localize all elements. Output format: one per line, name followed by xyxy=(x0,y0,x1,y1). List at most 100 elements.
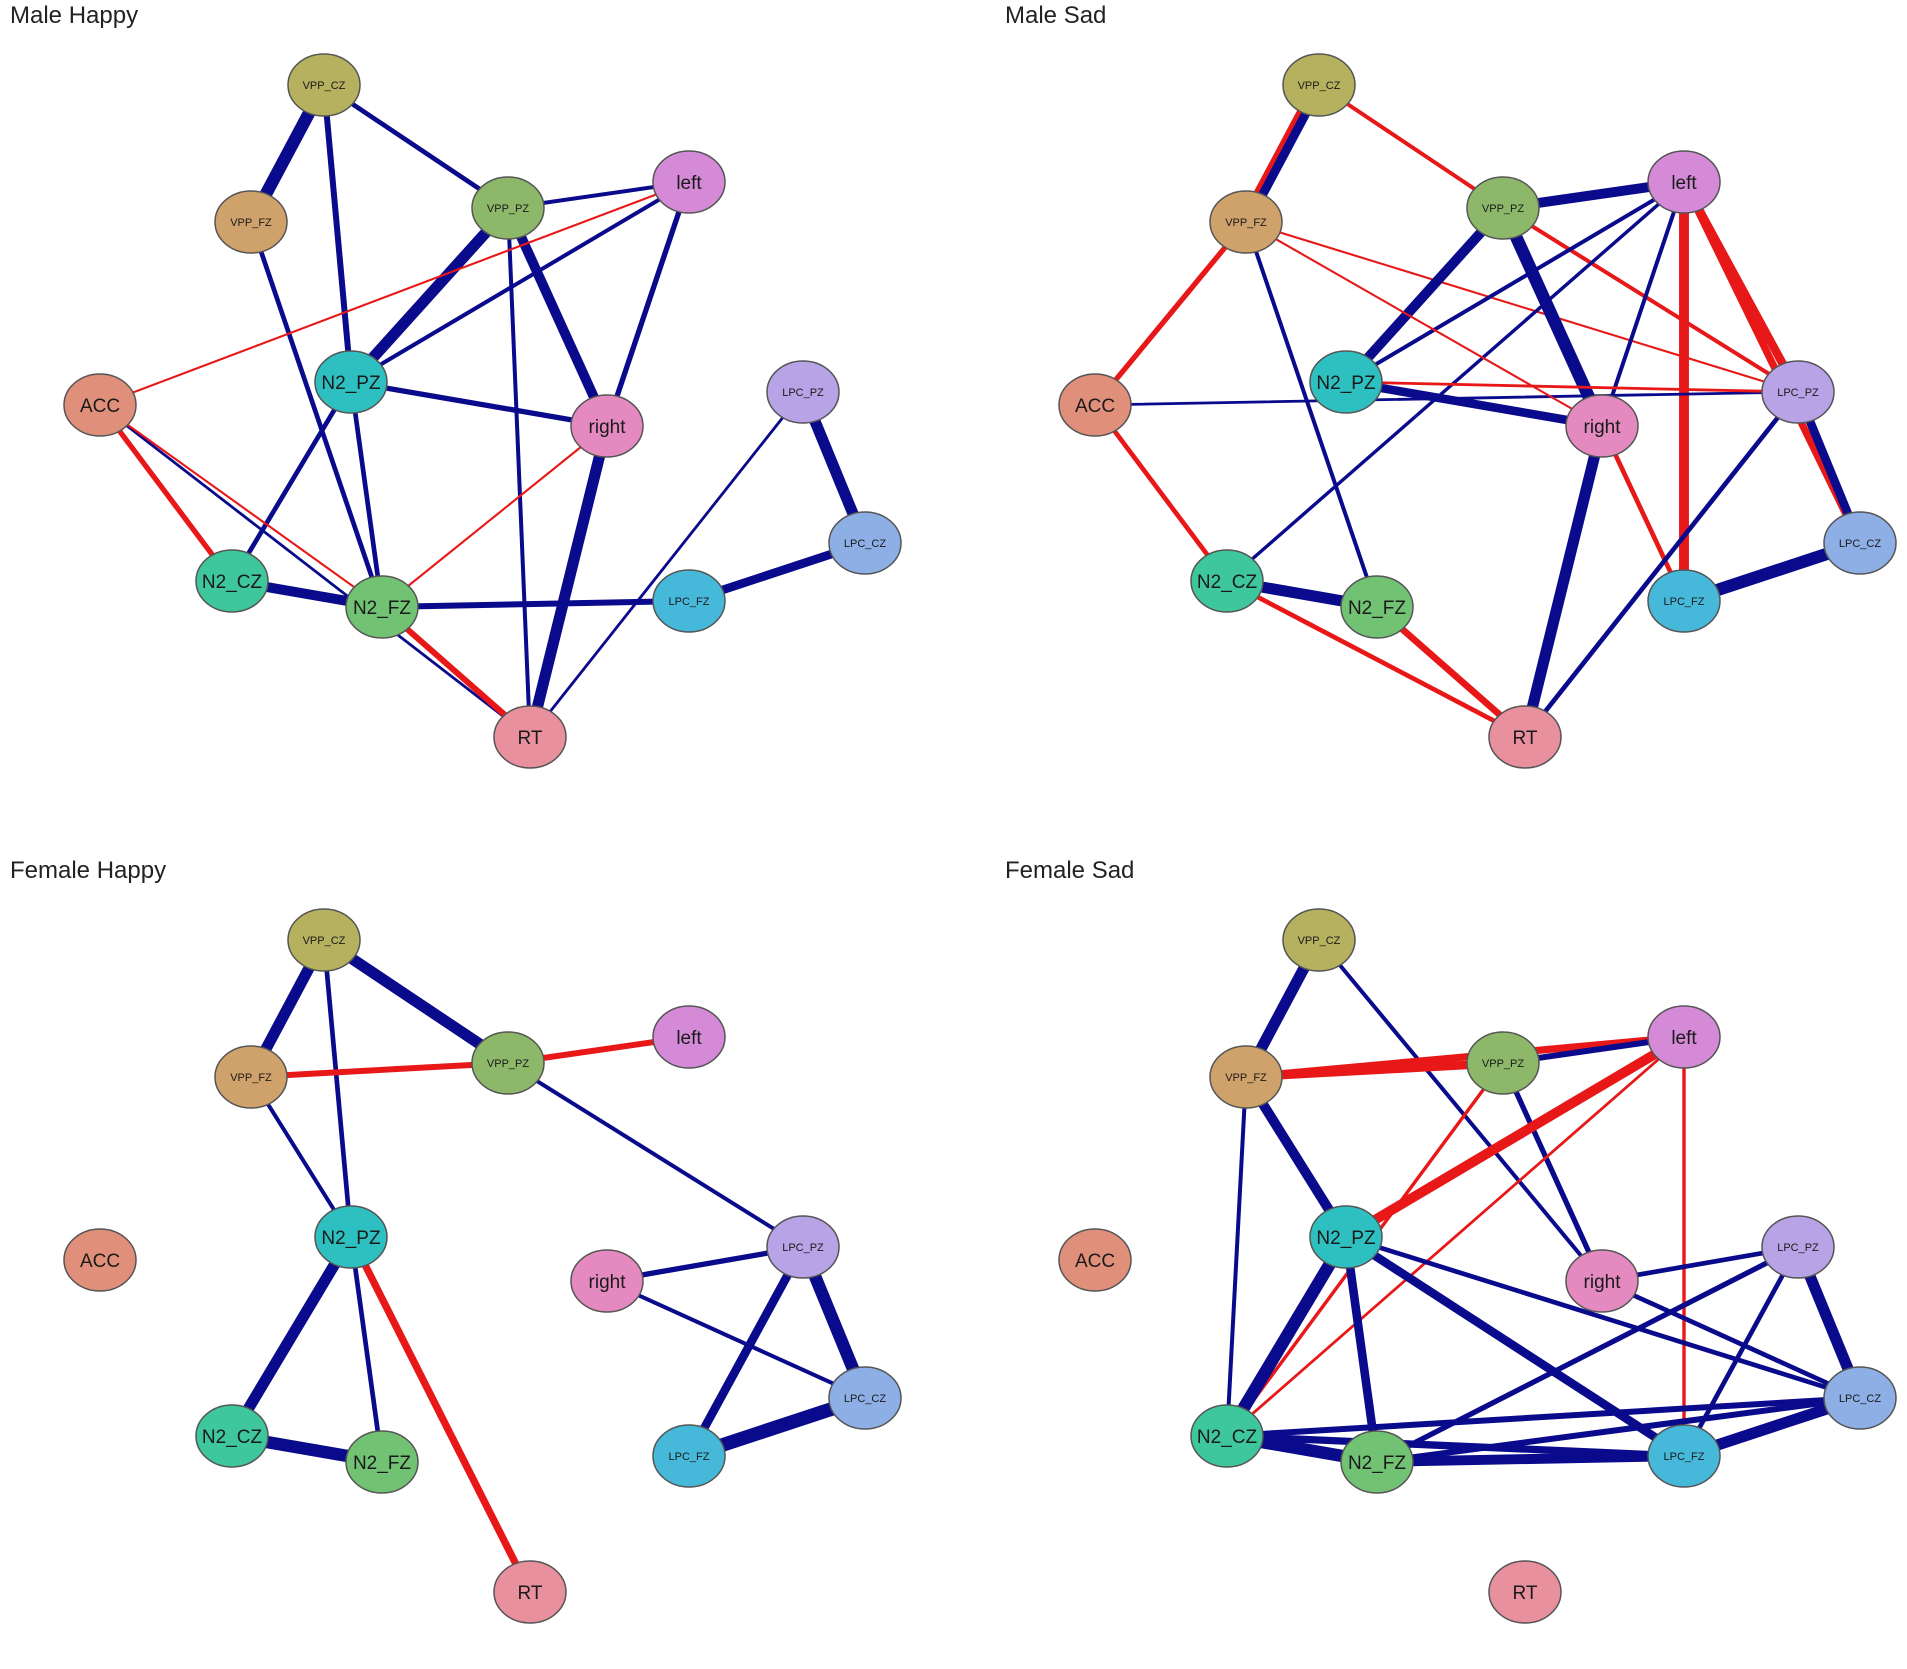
edge-LPC_PZ-LPC_FZ xyxy=(684,1242,808,1461)
node-VPP_FZ: VPP_FZ xyxy=(214,1045,288,1109)
node-circle xyxy=(287,53,361,117)
edge-right-LPC_CZ xyxy=(1599,1278,1863,1401)
node-label: N2_PZ xyxy=(1316,373,1376,394)
edge-left-N2_CZ xyxy=(1225,180,1686,583)
node-LPC_FZ: LPC_FZ xyxy=(652,1424,726,1488)
edge-right-RT xyxy=(524,420,613,743)
edge-N2_PZ-N2_FZ xyxy=(348,1234,385,1465)
node-circle xyxy=(63,1228,137,1292)
edge-N2_PZ-N2_CZ xyxy=(1220,1230,1353,1443)
node-circle xyxy=(1190,1404,1264,1468)
edge-LPC_PZ-N2_FZ xyxy=(1374,1244,1801,1465)
node-circle xyxy=(1823,511,1897,575)
node-right: right xyxy=(1565,394,1639,458)
edge-VPP_CZ-VPP_PZ xyxy=(318,934,514,1069)
node-label: right xyxy=(589,1272,627,1293)
node-label: RT xyxy=(1513,1583,1538,1604)
edge-N2_PZ-right xyxy=(1341,377,1607,431)
node-label: ACC xyxy=(1075,396,1115,417)
node-circle xyxy=(493,705,567,769)
edge-left-right xyxy=(604,179,692,429)
node-label: left xyxy=(1671,1028,1697,1049)
node-RT: RT xyxy=(1488,705,1562,769)
edge-N2_CZ-RT xyxy=(1224,578,1528,740)
edge-VPP_FZ-N2_FZ xyxy=(248,219,385,610)
node-circle xyxy=(1058,373,1132,437)
node-label: ACC xyxy=(1075,1251,1115,1272)
node-circle xyxy=(1647,1005,1721,1069)
panel-title: Male Sad xyxy=(1005,2,1107,29)
node-label: LPC_FZ xyxy=(669,1451,710,1463)
node-circle xyxy=(766,1215,840,1279)
panel-title: Female Happy xyxy=(10,857,167,884)
node-label: VPP_CZ xyxy=(1298,935,1341,947)
edge-VPP_PZ-N2_PZ xyxy=(1341,203,1508,387)
node-label: N2_CZ xyxy=(202,572,263,593)
node-label: LPC_PZ xyxy=(1777,387,1819,399)
node-label: N2_FZ xyxy=(353,1453,411,1474)
edge-ACC-N2_CZ xyxy=(1092,402,1230,584)
node-VPP_FZ: VPP_FZ xyxy=(1209,1045,1283,1109)
node-circle xyxy=(471,176,545,240)
node-N2_FZ: N2_FZ xyxy=(1340,575,1414,639)
node-circle xyxy=(1647,1424,1721,1488)
node-label: LPC_PZ xyxy=(1777,1242,1819,1254)
edge-N2_PZ-RT xyxy=(347,1233,534,1596)
node-circle xyxy=(471,1031,545,1095)
edge-VPP_CZ-VPP_PZ xyxy=(321,82,511,211)
node-label: N2_PZ xyxy=(321,1228,381,1249)
node-LPC_PZ: LPC_PZ xyxy=(1761,1215,1835,1279)
edge-VPP_CZ-VPP_PZ xyxy=(1317,83,1505,210)
node-label: left xyxy=(1671,173,1697,194)
edge-VPP_PZ-N2_PZ xyxy=(345,202,514,388)
edge-left-N2_CZ xyxy=(1225,1035,1686,1438)
node-circle xyxy=(1565,1249,1639,1313)
edge-N2_FZ-LPC_FZ xyxy=(379,598,692,610)
node-right: right xyxy=(570,394,644,458)
node-circle xyxy=(214,190,288,254)
edge-ACC-RT xyxy=(98,403,532,739)
node-right: right xyxy=(570,1249,644,1313)
network-graph: VPP_CZVPP_FZVPP_PZleftACCN2_PZrightLPC_P… xyxy=(1058,53,1897,769)
node-circle xyxy=(828,511,902,575)
node-circle xyxy=(652,1424,726,1488)
node-label: RT xyxy=(518,728,543,749)
node-circle xyxy=(1209,1045,1283,1109)
edge-VPP_FZ-LPC_PZ xyxy=(1244,220,1800,394)
edge-VPP_PZ-right xyxy=(1496,201,1609,433)
node-circle xyxy=(1761,1215,1835,1279)
node-N2_FZ: N2_FZ xyxy=(345,1430,419,1494)
node-LPC_PZ: LPC_PZ xyxy=(766,1215,840,1279)
node-circle xyxy=(1190,549,1264,613)
edge-VPP_PZ-right xyxy=(1500,1060,1605,1284)
node-circle xyxy=(345,575,419,639)
node-right: right xyxy=(1565,1249,1639,1313)
node-label: VPP_FZ xyxy=(1225,217,1267,229)
edge-N2_PZ-N2_CZ xyxy=(229,379,354,584)
node-circle xyxy=(1647,569,1721,633)
node-N2_CZ: N2_CZ xyxy=(195,1404,269,1468)
node-N2_PZ: N2_PZ xyxy=(314,1205,388,1269)
node-N2_PZ: N2_PZ xyxy=(314,350,388,414)
edge-right-N2_FZ xyxy=(380,424,609,609)
edge-VPP_FZ-N2_CZ xyxy=(1225,1075,1248,1438)
edge-N2_PZ-LPC_FZ xyxy=(1341,1232,1689,1461)
edge-right-VPP_FZ xyxy=(1244,220,1604,428)
node-label: ACC xyxy=(80,396,120,417)
node-LPC_PZ: LPC_PZ xyxy=(766,360,840,424)
node-circle xyxy=(1309,1205,1383,1269)
node-label: ACC xyxy=(80,1251,120,1272)
node-VPP_CZ: VPP_CZ xyxy=(287,908,361,972)
node-circle xyxy=(1309,350,1383,414)
node-label: VPP_FZ xyxy=(230,217,272,229)
node-ACC: ACC xyxy=(63,373,137,437)
node-circle xyxy=(1209,190,1283,254)
node-LPC_FZ: LPC_FZ xyxy=(1647,569,1721,633)
node-label: RT xyxy=(518,1583,543,1604)
edge-ACC-N2_CZ xyxy=(97,402,235,584)
node-VPP_PZ: VPP_PZ xyxy=(1466,176,1540,240)
node-VPP_CZ: VPP_CZ xyxy=(1282,908,1356,972)
node-label: VPP_CZ xyxy=(303,935,346,947)
node-label: VPP_PZ xyxy=(1482,1058,1524,1070)
